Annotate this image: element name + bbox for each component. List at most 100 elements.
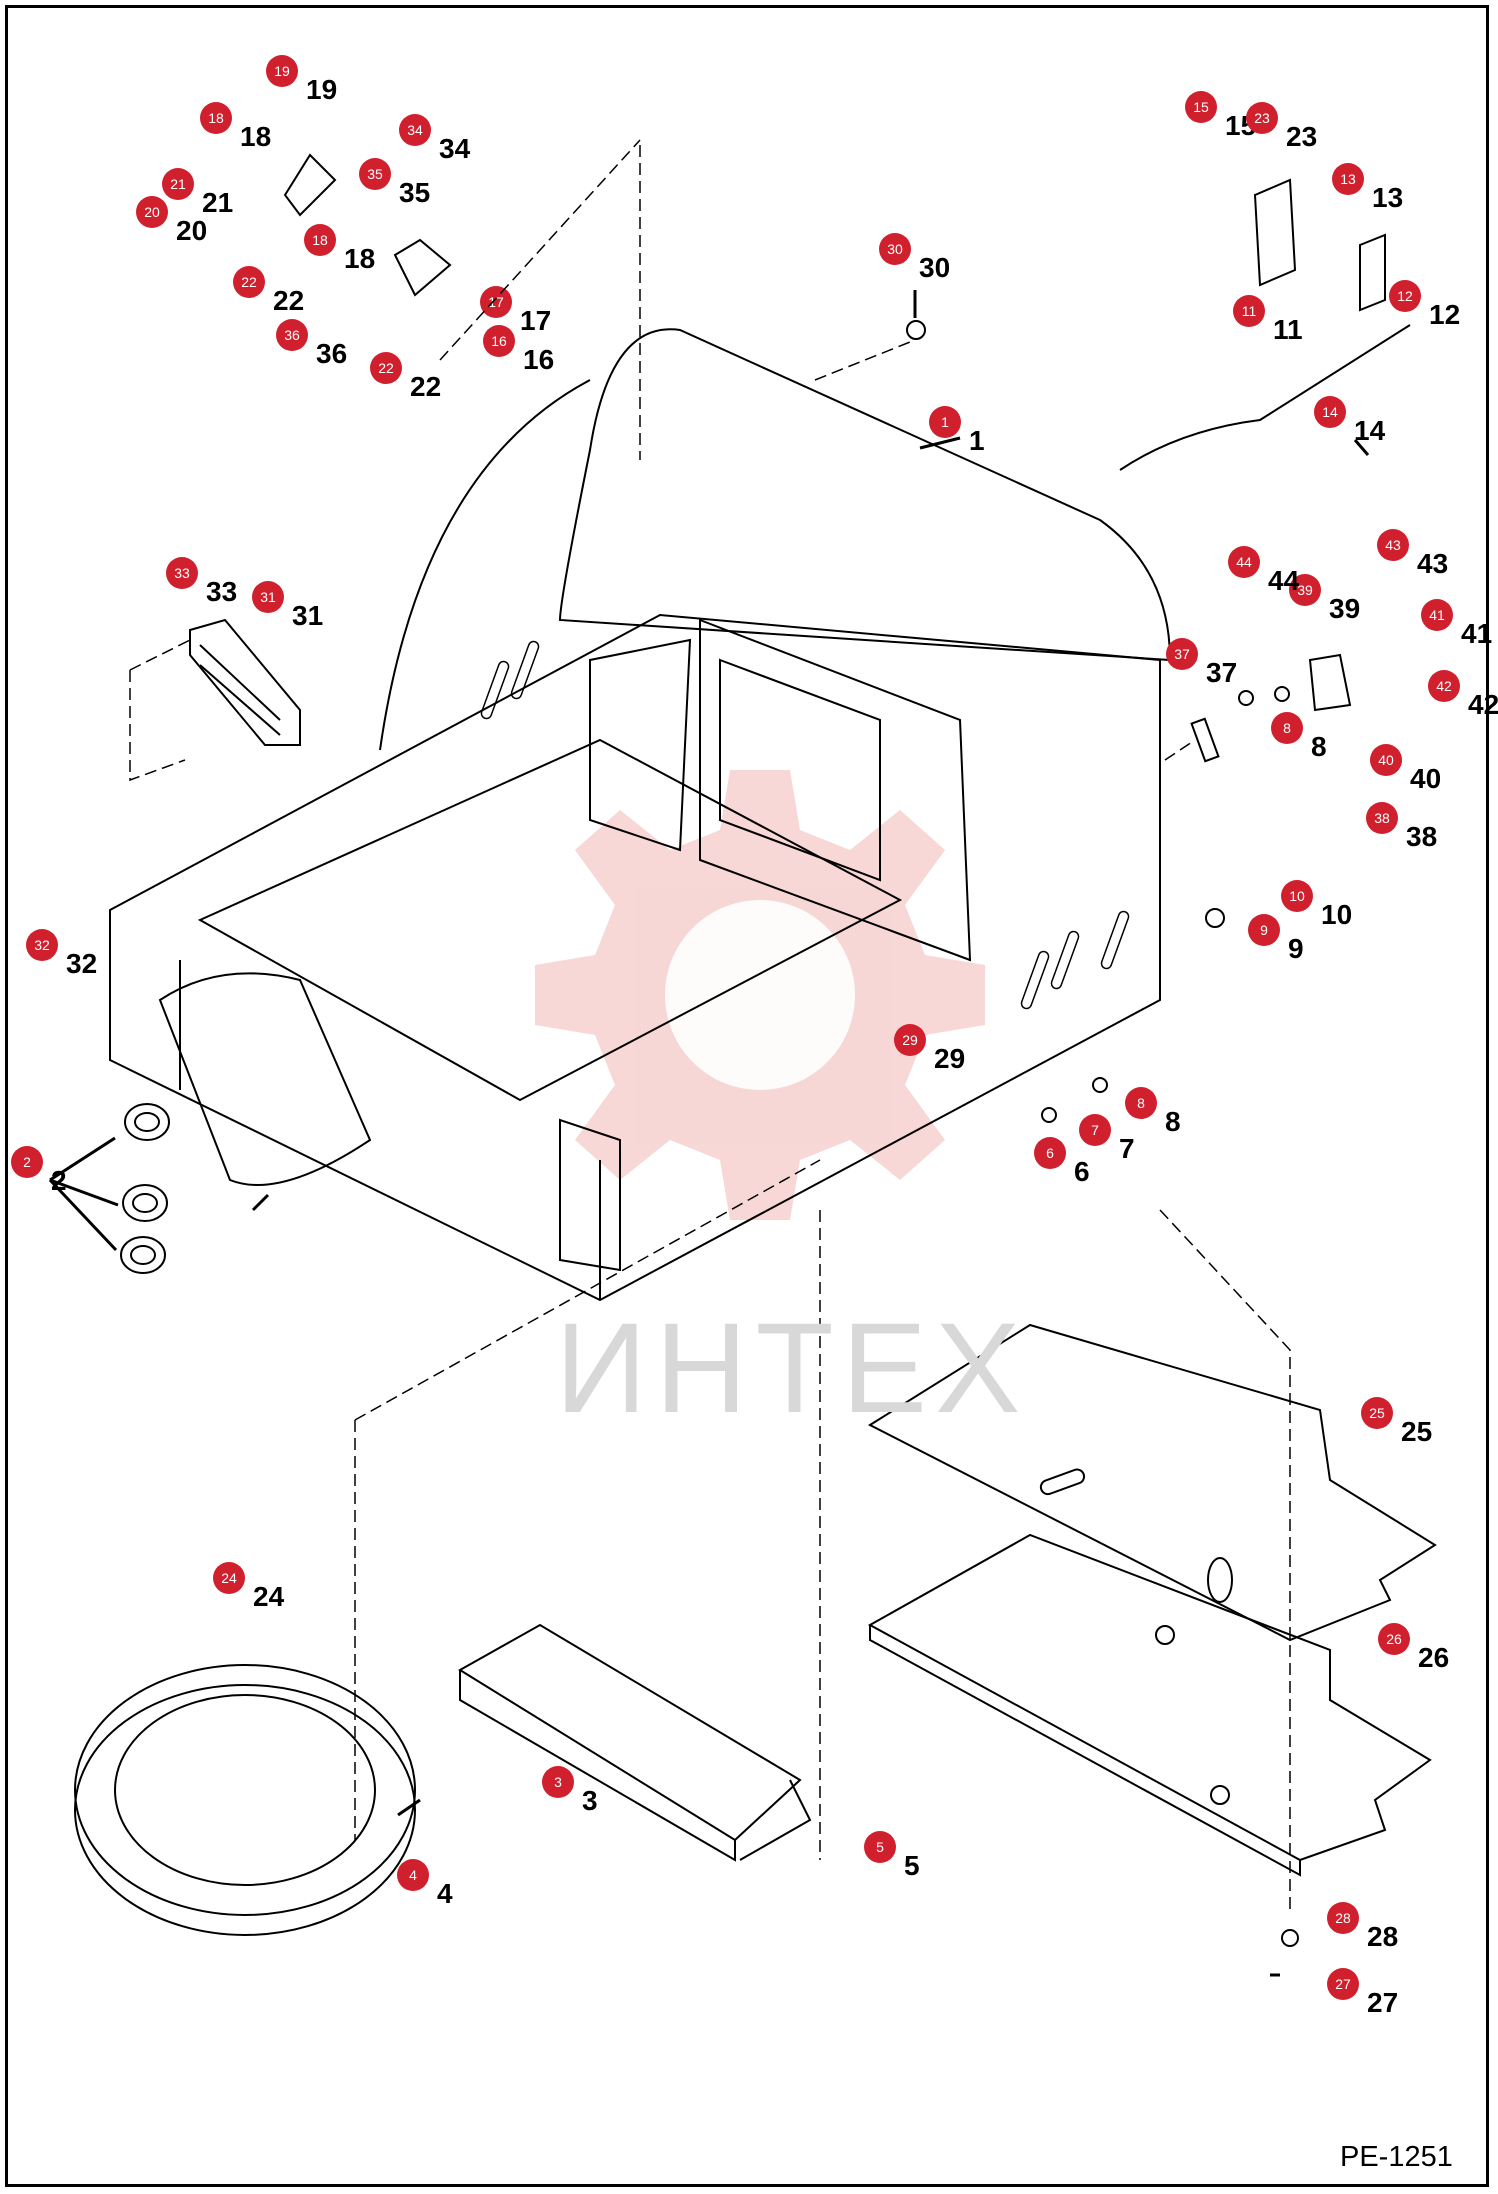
callout-badge-icon [483, 325, 515, 357]
callout-badge-label: 5 [876, 1839, 884, 1855]
callout-badge-label: 29 [902, 1032, 918, 1048]
callout-badge-icon [1271, 712, 1303, 744]
callout-badge-label: 18 [208, 110, 224, 126]
callout-39: 39 39 [1289, 574, 1360, 624]
callout-8a: 88 [1271, 712, 1327, 762]
callout-number-label: 34 [439, 133, 471, 164]
callout-number-label: 42 [1468, 689, 1498, 720]
callout-badge-icon [1079, 1114, 1111, 1146]
callout-badge-icon [1034, 1137, 1066, 1169]
callout-number-label: 35 [399, 177, 430, 208]
callout-4: 44 [397, 1859, 453, 1909]
callout-badge-icon [1377, 529, 1409, 561]
callout-badge-icon [1125, 1087, 1157, 1119]
callout-badge-label: 42 [1436, 678, 1452, 694]
callout-badge-icon [1281, 880, 1313, 912]
callout-number-label: 36 [316, 338, 347, 369]
callout-badge-label: 2 [23, 1154, 31, 1170]
housing-vent-slots [480, 640, 1130, 1010]
callout-number-label: 28 [1367, 1921, 1398, 1952]
callout-badge-icon [1421, 599, 1453, 631]
callout-badge-label: 8 [1137, 1095, 1145, 1111]
callout-badge-label: 1 [941, 414, 949, 430]
callout-number-label: 4 [437, 1878, 453, 1909]
callout-badge-icon [1289, 574, 1321, 606]
callout-36: 36 36 [276, 319, 347, 369]
callout-leaders [251, 290, 1370, 1977]
callout-badge-icon [1389, 280, 1421, 312]
callout-badge-icon [276, 319, 308, 351]
callout-2: 22 [11, 1146, 67, 1196]
callout-badge-label: 39 [1297, 582, 1313, 598]
callout-badge-label: 11 [1242, 303, 1257, 319]
callout-number-label: 10 [1321, 899, 1352, 930]
callout-badge-label: 27 [1335, 1976, 1351, 1992]
callout-badge-icon [1332, 163, 1364, 195]
hinge-brackets [283, 153, 1352, 712]
callout-badge-label: 13 [1340, 171, 1356, 187]
fasteners [906, 320, 1299, 1947]
callout-badge-label: 44 [1236, 554, 1252, 570]
callout-badge-icon [136, 196, 168, 228]
callout-7: 77 [1079, 1114, 1135, 1164]
callout-number-label: 29 [934, 1043, 965, 1074]
callout-badge-label: 43 [1385, 537, 1401, 553]
callout-number-label: 18 [344, 243, 375, 274]
swing-bracket [458, 1623, 812, 1862]
callout-number-label: 18 [240, 121, 271, 152]
callout-badge-label: 10 [1289, 888, 1305, 904]
callout-badge-icon [399, 114, 431, 146]
assembly-dashed-lines [129, 139, 1291, 1910]
callout-badge-label: 8 [1283, 720, 1291, 736]
callout-number-label: 1 [969, 425, 985, 456]
diagram-border [5, 5, 1489, 2187]
callout-badge-icon [213, 1562, 245, 1594]
callout-badge-label: 32 [34, 937, 50, 953]
callout-34: 34 34 [399, 114, 471, 164]
callout-badge-label: 15 [1193, 99, 1209, 115]
callout-number-label: 38 [1406, 821, 1437, 852]
callout-badge-label: 6 [1046, 1145, 1054, 1161]
callout-badge-label: 21 [170, 176, 186, 192]
callout-badge-icon [1366, 802, 1398, 834]
callout-badge-label: 4 [409, 1867, 417, 1883]
callout-badge-label: 40 [1378, 752, 1394, 768]
callout-badge-icon [166, 557, 198, 589]
callout-badge-label: 18 [312, 232, 328, 248]
callout-badge-icon [1378, 1623, 1410, 1655]
callout-number-label: 33 [206, 576, 237, 607]
callout-number-label: 39 [1329, 593, 1360, 624]
callout-badge-label: 24 [221, 1570, 237, 1586]
callout-number-label: 14 [1354, 415, 1386, 446]
callout-badge-icon [1185, 91, 1217, 123]
callout-badge-label: 34 [407, 122, 423, 138]
callout-badge-icon [1166, 638, 1198, 670]
callout-3: 33 [542, 1766, 598, 1816]
callout-badge-label: 12 [1397, 288, 1413, 304]
callout-badge-label: 36 [284, 327, 300, 343]
callout-badge-icon [1233, 295, 1265, 327]
callout-badge-icon [252, 581, 284, 613]
callout-badge-icon [1327, 1968, 1359, 2000]
callout-8b: 88 [1125, 1087, 1181, 1137]
callout-number-label: 16 [523, 344, 554, 375]
callout-badge-label: 28 [1335, 1910, 1351, 1926]
callout-28: 28 28 [1327, 1902, 1398, 1952]
callout-badge-label: 30 [887, 241, 903, 257]
callout-number-label: 19 [306, 74, 337, 105]
